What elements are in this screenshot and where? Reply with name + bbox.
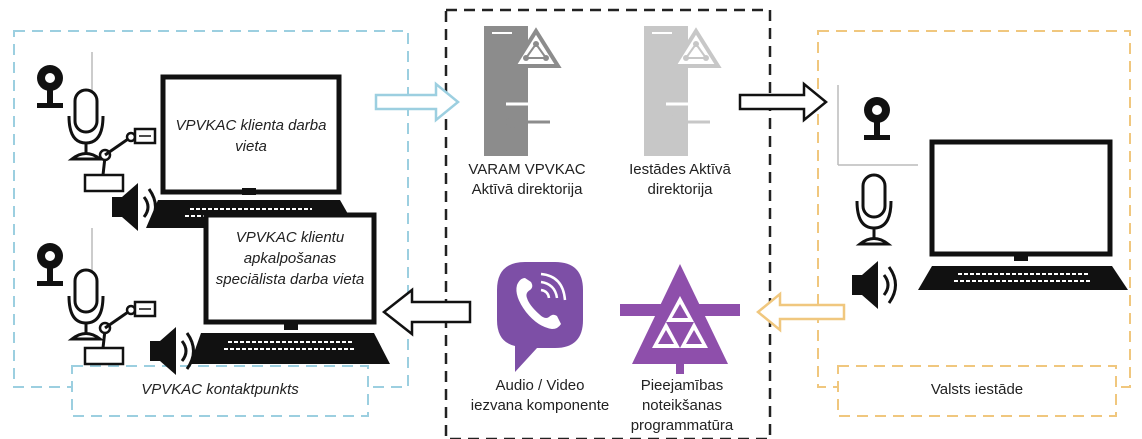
right-zone-label: Valsts iestāde xyxy=(930,381,1024,398)
arrow-from-right xyxy=(756,291,846,333)
left-zone-label: VPVKAC kontaktpunkts xyxy=(141,381,299,398)
laptop-icon xyxy=(918,139,1128,290)
arrow-to-center xyxy=(374,81,460,123)
accessibility-software-label: Pieejamības noteikšanas programmatūra xyxy=(630,377,734,434)
webcam-icon xyxy=(864,97,890,140)
left-zone-label-box xyxy=(71,365,369,417)
varam-directory-label: VARAM VPVKAC Aktīvā direktorija xyxy=(468,161,586,198)
institution-directory-label: Iestādes Aktīvā direktorija xyxy=(629,161,731,198)
webcam-icon xyxy=(37,65,63,108)
right-zone-border xyxy=(817,30,1131,388)
viber-icon xyxy=(497,262,583,372)
speaker-icon xyxy=(850,259,897,311)
laptop-icon xyxy=(190,212,390,364)
client-workplace-label: VPVKAC klienta darba vieta xyxy=(175,117,327,155)
document-camera-icon xyxy=(83,300,157,366)
triforce-logo-icon xyxy=(620,264,740,374)
arrow-to-left xyxy=(381,287,472,337)
webcam-icon xyxy=(37,243,63,286)
microphone-icon xyxy=(67,88,105,161)
center-zone-border xyxy=(444,8,772,439)
laptop-icon xyxy=(146,74,356,228)
microphone-icon xyxy=(67,268,105,341)
arrow-to-right xyxy=(738,81,828,123)
server-directory-icon xyxy=(642,24,720,158)
specialist-workplace-label: VPVKAC klientu apkalpošanas speciālista … xyxy=(215,229,365,288)
microphone-icon xyxy=(855,173,893,246)
av-component-label: Audio / Video iezvana komponente xyxy=(470,377,610,414)
right-zone-label-box xyxy=(837,365,1117,417)
server-directory-icon xyxy=(482,24,560,158)
